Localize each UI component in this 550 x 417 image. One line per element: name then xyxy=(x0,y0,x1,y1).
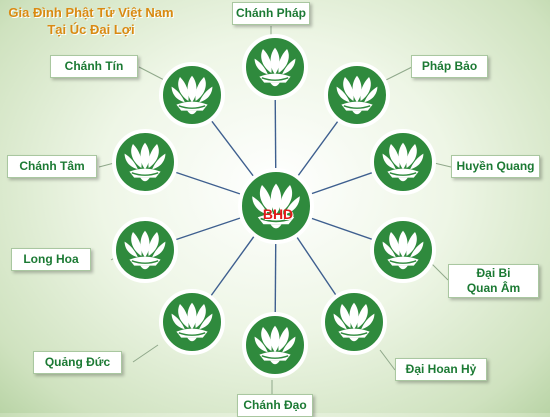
emblem-huyen-quang[interactable] xyxy=(370,129,436,195)
emblem-dai-hoan-hy[interactable] xyxy=(321,289,387,355)
title-line-2: Tại Úc Đại Lợi xyxy=(47,22,135,37)
emblem-chanh-dao[interactable] xyxy=(242,312,308,378)
emblem-quang-duc[interactable] xyxy=(159,289,225,355)
unit-label-chanh-tam[interactable]: Chánh Tâm xyxy=(7,155,97,178)
emblem-chanh-tam[interactable] xyxy=(112,129,178,195)
emblem-chanh-phap[interactable] xyxy=(242,34,308,100)
unit-label-line-1: Đại Bi xyxy=(476,266,511,280)
leader-line-phap-bao xyxy=(381,66,413,83)
leader-line-dai-hoan-hy xyxy=(379,349,396,371)
emblem-chanh-tin[interactable] xyxy=(159,62,225,128)
emblem-dai-bi-quan-am[interactable] xyxy=(370,217,436,283)
unit-label-long-hoa[interactable]: Long Hoa xyxy=(11,248,91,271)
unit-label-dai-bi-quan-am[interactable]: Đại Bi Quan Âm xyxy=(448,264,539,298)
emblem-phap-bao[interactable] xyxy=(324,62,390,128)
unit-label-chanh-tin[interactable]: Chánh Tín xyxy=(50,55,138,78)
unit-label-quang-duc[interactable]: Quảng Đức xyxy=(33,351,122,374)
center-label: BHD xyxy=(262,206,294,222)
unit-label-chanh-phap[interactable]: Chánh Pháp xyxy=(232,2,310,25)
emblem-long-hoa[interactable] xyxy=(112,217,178,283)
leader-line-dai-bi xyxy=(429,261,449,281)
unit-label-dai-hoan-hy[interactable]: Đại Hoan Hỷ xyxy=(395,358,487,381)
organization-title: Gia Đình Phật Tử Việt Nam Tại Úc Đại Lợi xyxy=(6,4,176,38)
center-emblem[interactable] xyxy=(238,168,314,244)
unit-label-line-2: Quan Âm xyxy=(466,281,521,295)
title-line-1: Gia Đình Phật Tử Việt Nam xyxy=(8,5,174,20)
leader-line-quang-duc xyxy=(132,344,159,363)
unit-label-huyen-quang[interactable]: Huyền Quang xyxy=(451,155,540,178)
unit-label-phap-bao[interactable]: Pháp Bảo xyxy=(411,55,488,78)
unit-label-chanh-dao[interactable]: Chánh Đạo xyxy=(237,394,313,417)
